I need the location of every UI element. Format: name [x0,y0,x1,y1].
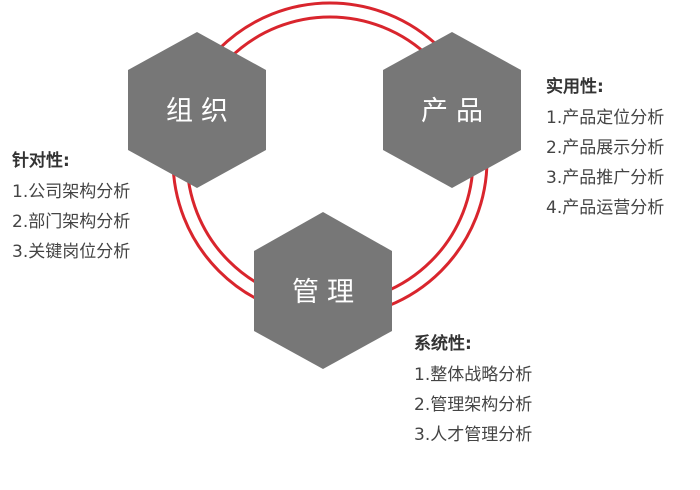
practical-item: 1.产品定位分析 [546,108,665,128]
systematic-group: 系统性: 1.整体战略分析 2.管理架构分析 3.人才管理分析 [414,333,532,450]
hexagon-product: 产品 [383,32,521,188]
hexagon-product-label: 产品 [421,96,491,127]
practical-group: 实用性: 1.产品定位分析 2.产品展示分析 3.产品推广分析 4.产品运营分析 [546,76,664,223]
systematic-item: 2.管理架构分析 [414,395,533,415]
targeted-item: 1.公司架构分析 [12,182,131,202]
practical-item: 2.产品展示分析 [546,138,665,158]
systematic-title: 系统性: [414,334,472,354]
practical-title: 实用性: [546,77,604,97]
practical-item: 3.产品推广分析 [546,168,665,188]
systematic-item: 1.整体战略分析 [414,365,533,385]
practical-item: 4.产品运营分析 [546,198,665,218]
hexagon-management-label: 管理 [292,277,362,308]
targeted-title: 针对性: [12,151,70,171]
targeted-item: 3.关键岗位分析 [12,242,131,262]
targeted-item: 2.部门架构分析 [12,212,131,232]
hexagon-organization-label: 组织 [166,96,236,127]
hexagon-organization: 组织 [128,32,266,188]
systematic-item: 3.人才管理分析 [414,425,533,445]
targeted-group: 针对性: 1.公司架构分析 2.部门架构分析 3.关键岗位分析 [12,150,130,267]
hexagon-management: 管理 [254,212,392,369]
